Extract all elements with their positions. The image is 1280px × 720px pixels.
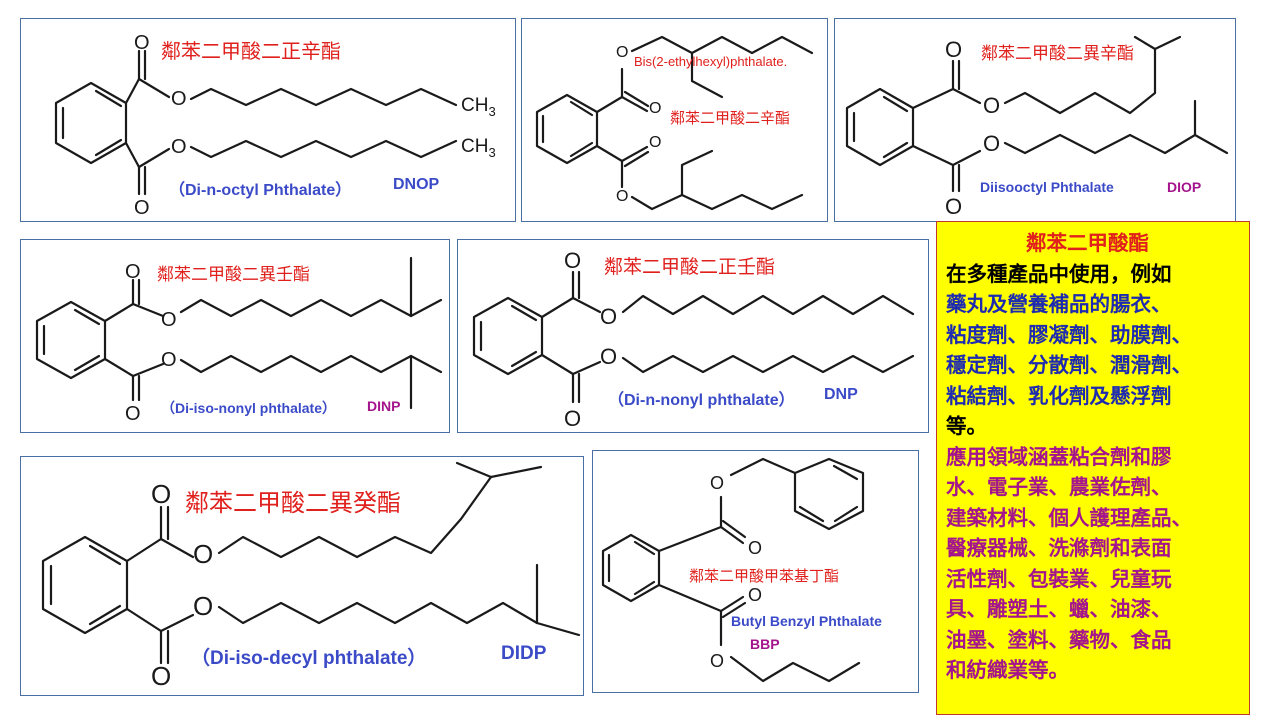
compound-abbr: DNOP xyxy=(393,176,440,193)
compound-name-en: Butyl Benzyl Phthalate xyxy=(731,613,882,629)
svg-text:O: O xyxy=(945,37,962,62)
svg-text:O: O xyxy=(945,194,962,219)
svg-text:O: O xyxy=(161,349,177,371)
svg-text:O: O xyxy=(748,585,762,605)
svg-text:O: O xyxy=(134,197,150,219)
svg-text:O: O xyxy=(125,403,141,425)
info-line: 具、雕塑土、蠟、油漆、 xyxy=(946,597,1172,621)
svg-text:O: O xyxy=(649,100,661,117)
compound-abbr: DIOP xyxy=(1167,179,1202,195)
info-line: 藥丸及營養補品的腸衣、 xyxy=(946,292,1172,316)
svg-text:O: O xyxy=(171,136,187,158)
compound-name-zh: 鄰苯二甲酸二異壬酯 xyxy=(157,265,310,285)
compound-abbr: DNP xyxy=(824,386,858,403)
svg-text:O: O xyxy=(710,473,724,493)
compound-name-en: （Di-n-nonyl phthalate） xyxy=(608,392,795,409)
ch3-label: CH3 xyxy=(461,95,496,119)
info-line: 粘結劑、乳化劑及懸浮劑 xyxy=(946,383,1172,408)
compound-abbr: DIDP xyxy=(501,643,547,664)
compound-name-zh: 鄰苯二甲酸二辛酯 xyxy=(670,109,791,127)
compound-name-en: （Di-iso-nonyl phthalate） xyxy=(161,400,336,416)
diop-structure-diagram: O O O O xyxy=(845,35,1229,219)
info-line: 建築材料、個人護理產品、 xyxy=(946,505,1192,530)
phthalate-info-box: 鄰苯二甲酸酯 在多種產品中使用，例如 藥丸及營養補品的腸衣、 粘度劑、膠凝劑、助… xyxy=(936,221,1250,715)
info-line: 醫療器械、洗滌劑和表面 xyxy=(946,536,1172,560)
svg-text:O: O xyxy=(600,304,617,329)
svg-text:O: O xyxy=(171,88,187,110)
info-line: 穩定劑、分散劑、潤滑劑、 xyxy=(946,353,1192,377)
atom-o: O xyxy=(134,32,150,54)
compound-name-en: Bis(2-ethylhexyl)phthalate. xyxy=(634,54,788,69)
ch3-label: CH3 xyxy=(461,136,496,160)
bbp-structure-diagram: O O O O xyxy=(601,457,865,683)
svg-text:O: O xyxy=(649,134,661,151)
structure-panel-dnp: O O O O 鄰苯二甲酸二正壬酯 （Di-n-nonyl phthalate）… xyxy=(457,239,929,433)
info-line: 粘度劑、膠凝劑、助膜劑、 xyxy=(946,322,1192,347)
svg-text:O: O xyxy=(710,651,724,671)
svg-text:O: O xyxy=(600,344,617,369)
info-line: 和紡織業等。 xyxy=(946,658,1069,682)
svg-text:O: O xyxy=(616,44,628,61)
svg-text:O: O xyxy=(983,93,1000,118)
dnp-structure-diagram: O O O O xyxy=(472,248,915,431)
svg-text:O: O xyxy=(151,479,171,509)
compound-name-zh: 鄰苯二甲酸甲苯基丁酯 xyxy=(689,567,840,585)
info-line: 等。 xyxy=(946,414,987,438)
info-line: 水、電子業、農業佐劑、 xyxy=(946,475,1172,499)
compound-name-zh: 鄰苯二甲酸二正壬酯 xyxy=(604,256,776,278)
compound-name-en: （Di-n-octyl Phthalate） xyxy=(169,182,352,199)
info-line: 應用領域涵蓋粘合劑和膠 xyxy=(946,444,1172,469)
svg-text:O: O xyxy=(151,661,171,691)
compound-abbr: DINP xyxy=(367,398,401,414)
svg-text:O: O xyxy=(564,406,581,431)
structure-panel-dnop: O O O O CH3 CH3 鄰苯二甲酸二正辛酯 （Di-n-octyl Ph… xyxy=(20,18,516,222)
compound-name-zh: 鄰苯二甲酸二異癸酯 xyxy=(185,489,401,517)
structure-panel-didp: O O O O 鄰苯二甲酸二異癸酯 （Di-iso-decyl phthalat… xyxy=(20,456,584,696)
svg-text:O: O xyxy=(983,131,1000,156)
compound-abbr: BBP xyxy=(750,636,780,652)
svg-text:O: O xyxy=(193,591,213,621)
svg-text:O: O xyxy=(564,248,581,273)
info-line: 活性劑、包裝業、兒童玩 xyxy=(946,566,1172,591)
compound-name-en: （Di-iso-decyl phthalate） xyxy=(191,648,427,669)
svg-text:O: O xyxy=(748,538,762,558)
dehp-structure-diagram: O O O O xyxy=(535,35,814,211)
structure-panel-dinp: O O O O 鄰苯二甲酸二異壬酯 （Di-iso-nonyl phthalat… xyxy=(20,239,450,433)
structure-panel-diop: O O O O 鄰苯二甲酸二異辛酯 Diisooctyl Phthalate D… xyxy=(834,18,1236,222)
didp-structure-diagram: O O O O xyxy=(41,461,581,691)
dinp-structure-diagram: O O O O xyxy=(35,256,443,425)
info-title: 鄰苯二甲酸酯 xyxy=(1026,231,1149,255)
compound-name-zh: 鄰苯二甲酸二正辛酯 xyxy=(161,39,341,63)
structure-panel-dehp: O O O O Bis(2-ethylhexyl)phthalate. 鄰苯二甲… xyxy=(521,18,828,222)
compound-name-zh: 鄰苯二甲酸二異辛酯 xyxy=(981,44,1134,64)
structure-panel-bbp: O O O O 鄰苯二甲酸甲苯基丁酯 Butyl Benzyl Phthalat… xyxy=(592,450,919,693)
dnop-structure-diagram: O O O O CH3 CH3 xyxy=(54,32,496,219)
svg-text:O: O xyxy=(161,309,177,331)
svg-text:O: O xyxy=(125,261,141,283)
compound-name-en: Diisooctyl Phthalate xyxy=(980,179,1114,195)
svg-text:O: O xyxy=(193,539,213,569)
info-intro: 在多種產品中使用，例如 xyxy=(946,261,1172,286)
svg-text:O: O xyxy=(616,188,628,205)
info-line: 油墨、塗料、藥物、食品 xyxy=(946,627,1172,652)
